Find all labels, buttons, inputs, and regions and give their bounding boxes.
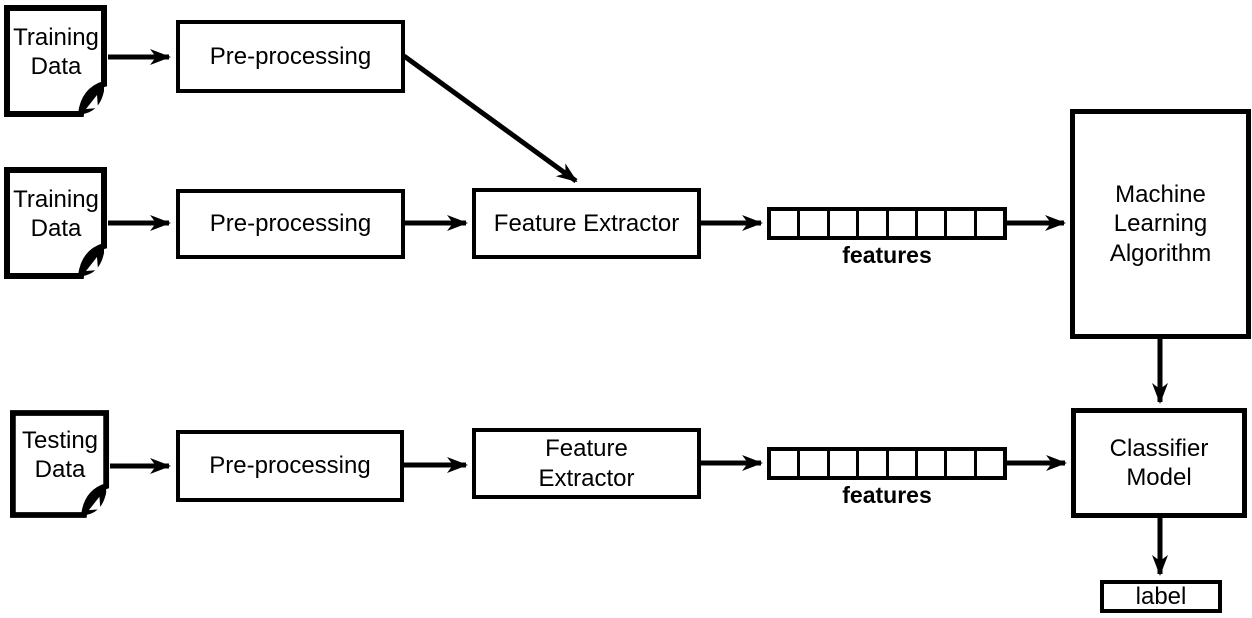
training-data-1-node: Training Data xyxy=(4,5,108,117)
feature-vector-training xyxy=(767,207,1007,240)
feature-extractor-testing-label: Feature Extractor xyxy=(538,435,635,492)
feature-cell xyxy=(800,211,827,236)
feature-extractor-training-box: Feature Extractor xyxy=(472,188,701,259)
feature-extractor-testing-box: Feature Extractor xyxy=(472,428,701,499)
training-data-2-label: Training Data xyxy=(13,186,99,243)
arrow-preprocessing-1-to-feature-extractor-training xyxy=(402,53,578,184)
feature-cell xyxy=(976,211,1003,236)
feature-cell xyxy=(859,451,886,476)
preprocessing-2-label: Pre-processing xyxy=(209,210,372,238)
machine-learning-algorithm-label: Machine Learning Algorithm xyxy=(1109,181,1212,267)
preprocessing-1-label: Pre-processing xyxy=(209,42,372,70)
feature-cell xyxy=(829,451,857,476)
document-icon xyxy=(10,410,110,518)
testing-data-node: Testing Data xyxy=(10,408,110,520)
feature-cell xyxy=(917,451,945,476)
feature-cell xyxy=(917,211,945,236)
feature-extractor-training-label: Feature Extractor xyxy=(493,209,680,237)
features-caption-training: features xyxy=(842,242,932,268)
classifier-model-label: Classifier Model xyxy=(1109,434,1209,491)
preprocessing-3-label: Pre-processing xyxy=(209,452,371,480)
preprocessing-3-box: Pre-processing xyxy=(176,430,404,502)
preprocessing-2-box: Pre-processing xyxy=(176,189,405,259)
feature-cell xyxy=(888,211,915,236)
training-data-1-label: Training Data xyxy=(13,24,99,81)
feature-cell xyxy=(771,451,798,476)
feature-cell xyxy=(771,211,798,236)
preprocessing-1-box: Pre-processing xyxy=(176,20,405,93)
feature-cell xyxy=(976,451,1003,476)
feature-cell xyxy=(888,451,915,476)
feature-vector-testing xyxy=(767,447,1007,480)
feature-cell xyxy=(947,451,974,476)
testing-data-label: Testing Data xyxy=(21,427,99,484)
document-icon xyxy=(4,5,107,117)
label-output-box: label xyxy=(1100,580,1222,613)
label-output-text: label xyxy=(1135,582,1187,610)
training-data-2-node: Training Data xyxy=(4,167,108,279)
feature-cell xyxy=(859,211,886,236)
feature-cell xyxy=(947,211,974,236)
features-caption-testing: features xyxy=(842,482,932,508)
document-icon xyxy=(4,167,107,279)
feature-cell xyxy=(800,451,827,476)
classifier-model-box: Classifier Model xyxy=(1071,408,1247,518)
machine-learning-algorithm-box: Machine Learning Algorithm xyxy=(1070,109,1251,339)
feature-cell xyxy=(829,211,857,236)
